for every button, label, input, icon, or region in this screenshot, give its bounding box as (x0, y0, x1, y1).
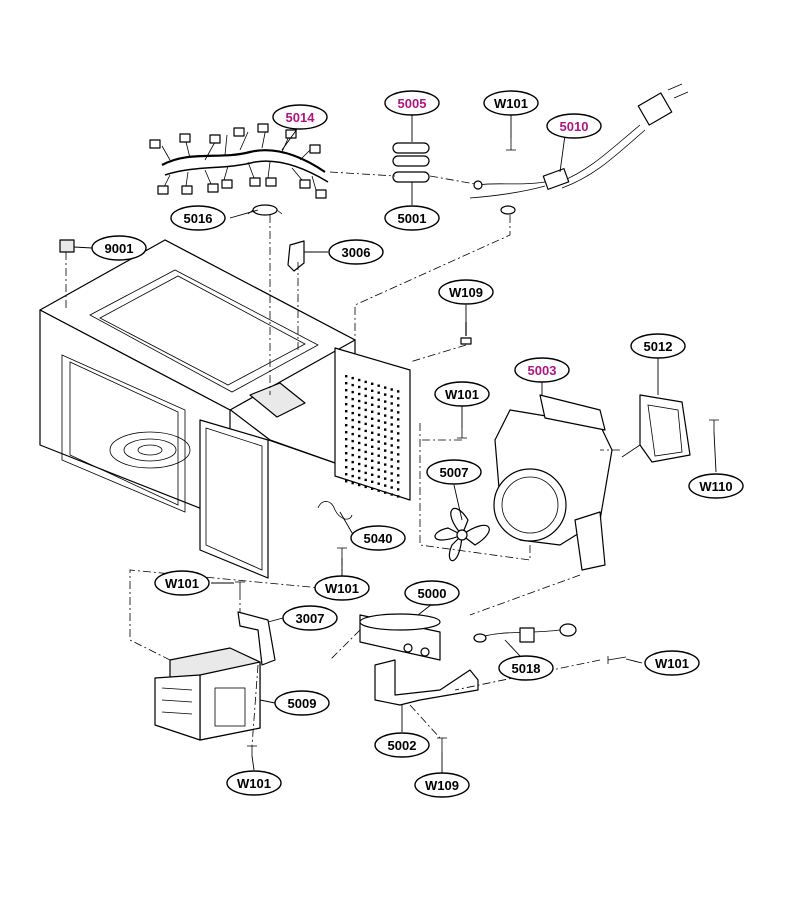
power-cord-drawing (469, 83, 689, 215)
callout-3006: 3006 (328, 239, 384, 265)
callout-bubble (546, 113, 602, 139)
thermostat-drawing (247, 204, 283, 216)
callout-label: W101 (494, 96, 528, 111)
callout-label: W109 (449, 285, 483, 300)
callout-label: 5018 (512, 661, 541, 676)
assembly-guide-lines (65, 171, 620, 747)
callout-label: 5014 (286, 110, 316, 125)
callout-5016: 5016 (170, 205, 226, 231)
callout-bubble (328, 239, 384, 265)
callout-w101-d: W101 (154, 570, 210, 596)
callout-bubble (483, 90, 539, 116)
callout-bubble (404, 580, 460, 606)
callout-bubble (272, 104, 328, 130)
spring-5040-drawing (317, 501, 353, 520)
capacitor-drawing (359, 613, 441, 661)
screw-w109-top-drawing (460, 322, 472, 345)
callout-label: W101 (445, 387, 479, 402)
callout-5012: 5012 (630, 333, 686, 359)
callout-bubble (314, 575, 370, 601)
callout-5040: 5040 (350, 525, 406, 551)
callout-bubble (438, 279, 494, 305)
callout-bubble (91, 235, 147, 261)
callout-bubble (434, 381, 490, 407)
callout-5003: 5003 (514, 357, 570, 383)
callout-5010: 5010 (546, 113, 602, 139)
callout-w110: W110 (688, 473, 744, 499)
callout-bubble (350, 525, 406, 551)
callout-label: W101 (655, 656, 689, 671)
callout-bubble (514, 357, 570, 383)
microwave-cabinet-drawing (39, 239, 411, 579)
vent-perforation-drawing (345, 375, 400, 498)
fan-blade-drawing (434, 507, 490, 562)
callout-5002: 5002 (374, 732, 430, 758)
callout-label: W110 (699, 479, 732, 494)
callout-bubble (688, 473, 744, 499)
callout-w109-a: W109 (438, 279, 494, 305)
callout-label: 3007 (296, 611, 325, 626)
callout-w101-e: W101 (644, 650, 700, 676)
callout-label: W101 (237, 776, 271, 791)
fan-housing-drawing (493, 394, 613, 571)
callout-bubble (630, 333, 686, 359)
callout-label: 5010 (560, 119, 589, 134)
callout-9001: 9001 (91, 235, 147, 261)
magnetron-drawing (154, 647, 261, 741)
callout-bubble (154, 570, 210, 596)
callout-label: 5016 (184, 211, 213, 226)
callout-bubble (274, 690, 330, 716)
fan-motor-drawing (621, 394, 691, 463)
callout-label: 5002 (388, 738, 417, 753)
callout-label: W101 (325, 581, 359, 596)
callout-bubble (426, 459, 482, 485)
callout-label: 5001 (398, 211, 427, 226)
callout-label: 9001 (105, 241, 134, 256)
callout-bubble (384, 205, 440, 231)
wire-harness-drawing (149, 123, 329, 199)
callout-5014: 5014 (272, 104, 328, 130)
callout-5001: 5001 (384, 205, 440, 231)
callout-bubble (414, 772, 470, 798)
callout-label: 5005 (398, 96, 427, 111)
callout-w109-b: W109 (414, 772, 470, 798)
callout-leader-lines (73, 115, 717, 773)
callout-label: 5003 (528, 363, 557, 378)
part-9001-drawing (59, 239, 75, 253)
callout-bubble (374, 732, 430, 758)
bracket-3007-drawing (237, 611, 276, 666)
callout-w101-f: W101 (226, 770, 282, 796)
callout-w101-b: W101 (434, 381, 490, 407)
callout-label: W109 (425, 778, 459, 793)
callout-5007: 5007 (426, 459, 482, 485)
callout-bubble (170, 205, 226, 231)
callout-bubble (384, 90, 440, 116)
callout-3007: 3007 (282, 605, 338, 631)
callout-label: 3006 (342, 245, 371, 260)
callout-5009: 5009 (274, 690, 330, 716)
callout-label: 5009 (288, 696, 317, 711)
fuse-drawing (392, 142, 430, 183)
callout-5005: 5005 (384, 90, 440, 116)
callout-5000: 5000 (404, 580, 460, 606)
capacitor-bracket-drawing (374, 659, 479, 706)
callout-bubble (282, 605, 338, 631)
bracket-3006-drawing (287, 240, 305, 272)
callout-w101-a: W101 (483, 90, 539, 116)
callout-label: 5040 (364, 531, 393, 546)
callout-bubble (644, 650, 700, 676)
callout-label: 5007 (440, 465, 469, 480)
callout-label: 5012 (644, 339, 673, 354)
callout-label: W101 (165, 576, 199, 591)
callout-bubble (498, 655, 554, 681)
callout-label: 5000 (418, 586, 447, 601)
callout-5018: 5018 (498, 655, 554, 681)
sensor-5018-drawing (473, 623, 577, 643)
callout-bubble (226, 770, 282, 796)
callout-w101-c: W101 (314, 575, 370, 601)
